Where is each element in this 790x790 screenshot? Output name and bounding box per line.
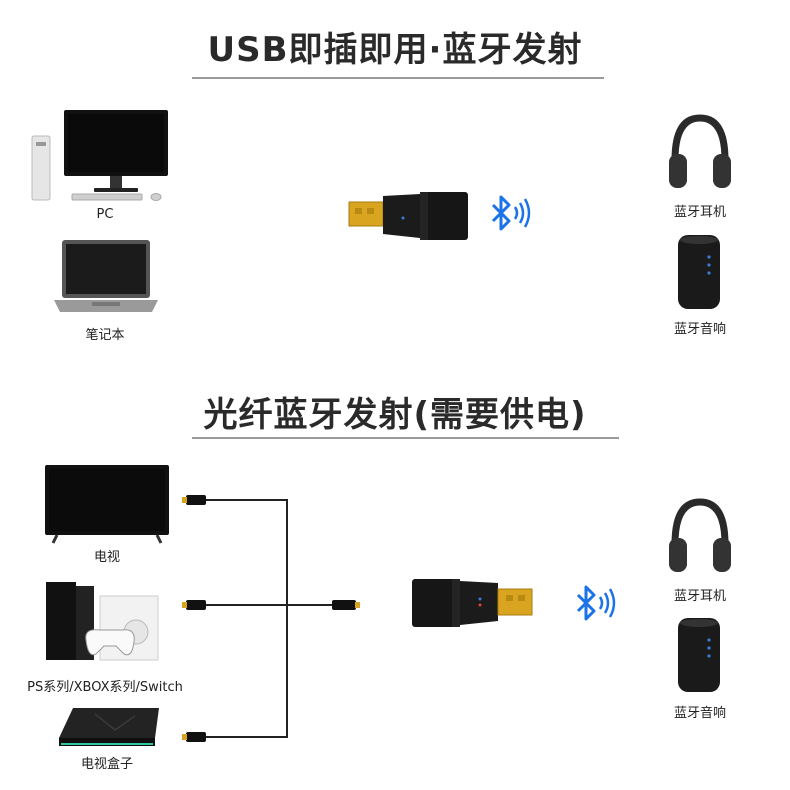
section1-title: USB即插即用·蓝牙发射 (207, 30, 583, 70)
laptop-label: 笔记本 (85, 328, 125, 343)
bluetooth-icon (491, 195, 531, 231)
consoles-label: PS系列/XBOX系列/Switch (27, 680, 183, 695)
section1-divider (192, 77, 604, 79)
consoles-image (46, 582, 159, 661)
speaker-label: 蓝牙音响 (673, 322, 726, 337)
headphones-image (669, 114, 731, 188)
usb-adapter-image (348, 192, 468, 240)
tv-image (45, 465, 169, 544)
pc-label: PC (96, 207, 114, 222)
laptop-image (54, 240, 158, 312)
tv-label: 电视 (93, 550, 120, 565)
headphones-label: 蓝牙耳机 (673, 205, 726, 220)
section2-divider (192, 437, 619, 439)
pc-image (31, 110, 168, 201)
headphones-optical-label: 蓝牙耳机 (673, 589, 726, 604)
speaker-optical-image (678, 618, 720, 692)
tv-box-image (59, 708, 159, 746)
section2-title: 光纤蓝牙发射(需要供电) (203, 395, 587, 435)
tv-box-label: 电视盒子 (80, 757, 133, 772)
speaker-optical-label: 蓝牙音响 (673, 706, 726, 721)
usb-adapter-optical-image (412, 579, 533, 627)
speaker-image (678, 235, 720, 309)
bluetooth-icon-optical (576, 585, 616, 621)
headphones-optical-image (669, 498, 731, 572)
